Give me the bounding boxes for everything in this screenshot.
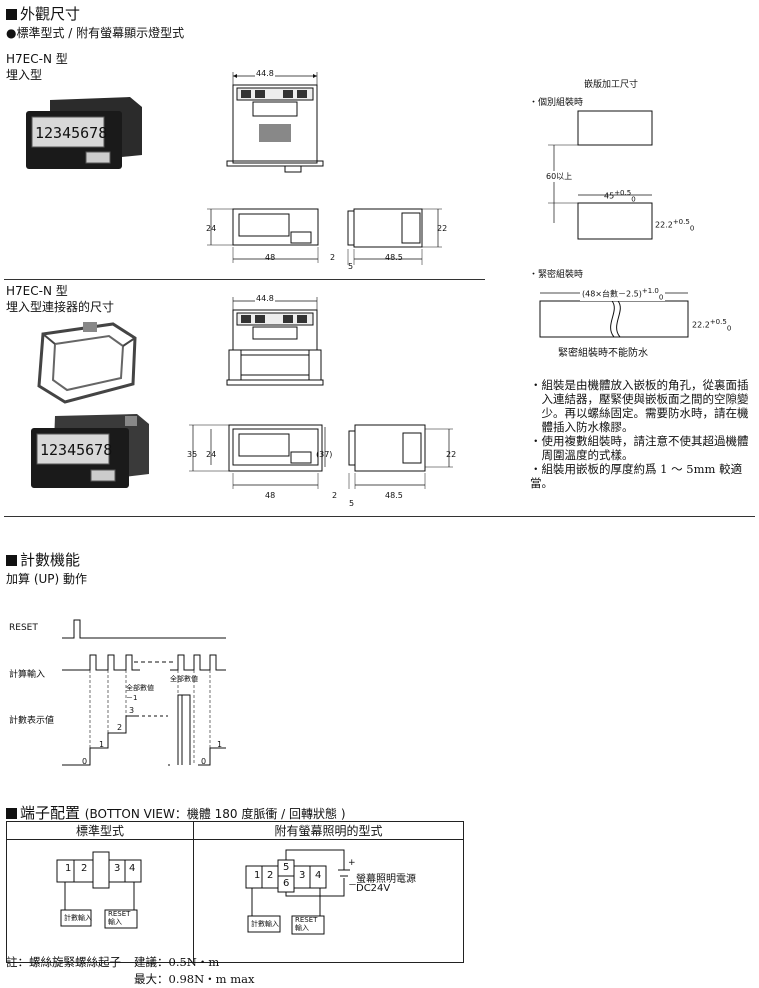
panel-close-label: ・緊密組裝時 bbox=[529, 270, 584, 280]
connector-side-view bbox=[324, 424, 453, 489]
dim-22-connector: 22 bbox=[446, 450, 457, 459]
dim-5: 5 bbox=[348, 262, 354, 271]
timing-v2: 2 bbox=[117, 723, 123, 732]
section-title-count-function: 計數機能 bbox=[6, 549, 80, 570]
terminal-6: 6 bbox=[283, 878, 290, 889]
timing-v0: 0 bbox=[82, 757, 88, 766]
terminal-1: 1 bbox=[65, 863, 72, 874]
dim-35: 35 bbox=[187, 450, 198, 459]
timing-reset-label: RESET bbox=[9, 623, 38, 633]
dim-24-connector: 24 bbox=[206, 450, 217, 459]
dim-44-8-connector: 44.8 bbox=[255, 294, 275, 303]
terminal-2: 2 bbox=[81, 863, 88, 874]
section-title-terminals: 端子配置 (BOTTON VIEW：機體 180 度脈衝 / 回轉狀態 ) bbox=[6, 802, 346, 823]
model1-name: H7EC-N 型 bbox=[6, 52, 68, 66]
terminal-4-backlight: 4 bbox=[315, 870, 322, 881]
dim-2-connector: 2 bbox=[332, 491, 338, 500]
timing-v1b: 1 bbox=[217, 740, 223, 749]
lcd-digits-2: 12345678 bbox=[40, 441, 112, 459]
backlight-plus: + bbox=[348, 858, 356, 868]
section-subtitle-models: ●標準型式 / 附有螢幕顯示燈型式 bbox=[6, 26, 185, 40]
terminal-2-backlight: 2 bbox=[267, 870, 274, 881]
terminal-5: 5 bbox=[283, 862, 290, 873]
col-backlight: 附有螢幕照明的型式 bbox=[193, 821, 464, 840]
section-title-dimensions: 外觀尺寸 bbox=[6, 3, 80, 24]
timing-v1: 1 bbox=[99, 740, 105, 749]
dim-48-5-connector: 48.5 bbox=[385, 491, 403, 500]
count-mode-subtitle: 加算 (UP) 動作 bbox=[6, 572, 88, 586]
backlight-terminal-diagram bbox=[245, 849, 350, 935]
footer-torque-max: 最大：0.98N・m max bbox=[134, 972, 255, 986]
timing-diagram bbox=[62, 619, 226, 766]
dim-24: 24 bbox=[206, 224, 217, 233]
timing-full-value: 全部數値 bbox=[170, 675, 198, 683]
model2-name: H7EC-N 型 bbox=[6, 284, 68, 298]
model1-type: 埋入型 bbox=[6, 68, 43, 82]
terminal-3-backlight: 3 bbox=[299, 870, 306, 881]
panel-cutout-title: 嵌版加工尺寸 bbox=[584, 80, 639, 90]
dim-44-8: 44.8 bbox=[255, 69, 275, 78]
footer-note-label: 註：螺絲旋緊螺絲起子 bbox=[6, 955, 121, 969]
dim-22-2: 22.2+0.50 bbox=[655, 218, 695, 233]
dim-5-connector: 5 bbox=[349, 499, 355, 508]
connector-top-view bbox=[226, 297, 324, 386]
dim-48-5: 48.5 bbox=[385, 253, 403, 262]
backlight-minus: － bbox=[348, 881, 358, 891]
panel-individual-drawing bbox=[548, 110, 653, 240]
top-view-drawing bbox=[226, 72, 324, 173]
timing-value-label: 計數表示値 bbox=[9, 716, 55, 726]
dim-48: 48 bbox=[265, 253, 276, 262]
counter-with-bracket-photo: 12345678 bbox=[31, 414, 149, 488]
side-view-drawing bbox=[347, 208, 442, 265]
dim-2: 2 bbox=[330, 253, 336, 262]
dim-60-min: 60以上 bbox=[546, 171, 573, 182]
col-standard: 標準型式 bbox=[6, 821, 194, 840]
backlight-power-label: 螢幕照明電源 bbox=[356, 874, 416, 885]
dim-formula: (48×台數－2.5)+1.00 bbox=[580, 287, 666, 302]
terminal-1-backlight: 1 bbox=[254, 870, 261, 881]
dim-45: 45+0.50 bbox=[604, 189, 636, 204]
counter-photo: 12345678 bbox=[26, 97, 142, 169]
terminal-4: 4 bbox=[129, 863, 136, 874]
count-input-label-backlight: 計數輸入 bbox=[251, 920, 279, 928]
waterproof-note: 緊密組裝時不能防水 bbox=[558, 348, 648, 359]
divider-model bbox=[4, 279, 485, 280]
front-view-drawing bbox=[207, 208, 319, 263]
footer-torque-recommend: 建議：0.5N・m bbox=[134, 955, 220, 969]
dim-48-connector: 48 bbox=[265, 491, 276, 500]
mounting-notes: ・組裝是由機體放入嵌板的角孔，從裏面插 入連結器，壓緊使與嵌板面之間的空隙變 少… bbox=[530, 378, 749, 490]
standard-terminal-diagram bbox=[56, 851, 142, 929]
backlight-voltage: DC24V bbox=[356, 883, 391, 894]
timing-v0b: 0 bbox=[201, 757, 207, 766]
terminal-3: 3 bbox=[114, 863, 121, 874]
dim-22-2-close: 22.2+0.50 bbox=[692, 318, 732, 333]
bracket-photo bbox=[37, 322, 137, 404]
dim-22: 22 bbox=[437, 224, 448, 233]
divider-section1 bbox=[4, 516, 755, 517]
lcd-digits: 12345678 bbox=[35, 124, 107, 142]
timing-full-minus-1: 全部數値－1 bbox=[126, 684, 154, 702]
connector-front-view bbox=[189, 424, 323, 489]
timing-v3: 3 bbox=[129, 706, 135, 715]
dim-37: (37) bbox=[316, 450, 333, 459]
count-input-label: 計數輸入 bbox=[64, 914, 92, 922]
panel-individual-label: ・個別組裝時 bbox=[529, 98, 584, 108]
model2-type: 埋入型連接器的尺寸 bbox=[6, 300, 115, 314]
timing-input-label: 計算輸入 bbox=[9, 670, 46, 680]
